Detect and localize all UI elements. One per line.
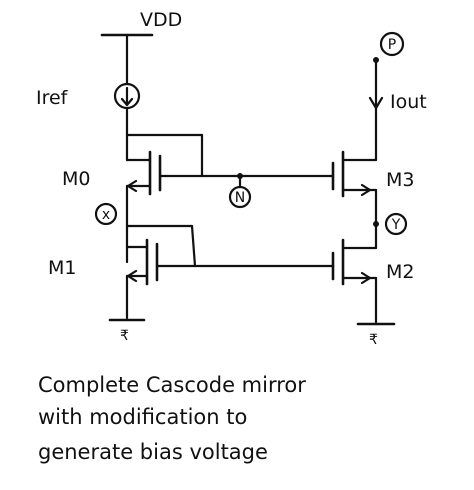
m2-label: M2 [386,261,414,283]
iout-label: Iout [390,91,427,113]
m1-label: M1 [48,257,76,279]
node-p-label: P [388,37,396,53]
vdd-supply: VDD [100,9,182,86]
transistor-m3: M3 [341,148,414,250]
node-y-label: Y [391,217,401,233]
transistor-m2: M2 [341,238,414,324]
caption: Complete Cascode mirror with modificatio… [38,373,306,464]
caption-line-2: with modification to [38,405,247,429]
bias-line-m1-m2 [155,251,335,281]
m0-label: M0 [62,168,90,190]
vdd-label: VDD [140,9,182,31]
caption-line-3: generate bias voltage [38,440,268,464]
caption-line-1: Complete Cascode mirror [38,373,306,397]
ground-left-icon: ₹ [120,328,129,344]
iref-label: Iref [36,87,69,109]
node-p: P Iout [368,31,427,152]
ground-right-icon: ₹ [369,332,378,348]
node-n-label: N [235,190,245,206]
iref-current-source: Iref [36,82,141,137]
node-x-label: x [102,207,110,223]
transistor-m1: M1 [48,238,159,320]
bias-line-n: N [158,161,335,209]
node-y: Y [373,212,408,236]
transistor-m0: M0 [62,133,204,196]
ground-right: ₹ [356,322,396,348]
m3-label: M3 [386,169,414,191]
ground-left: ₹ [108,318,146,344]
node-x: x [94,184,197,268]
